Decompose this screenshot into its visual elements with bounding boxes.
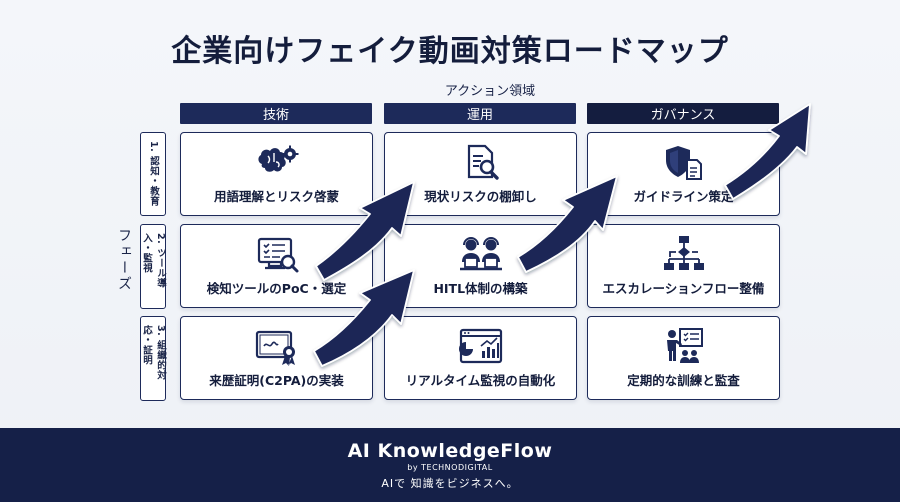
cell-label: リアルタイム監視の自動化 — [405, 373, 556, 388]
cell-label: 来歴証明(C2PA)の実装 — [209, 373, 344, 388]
row-tab-phase-2: 2. ツール導入・監視 — [140, 224, 166, 309]
row-tab-label: 3. 組織的対応・証明 — [141, 325, 166, 381]
column-header-operations: 運用 — [384, 103, 576, 124]
cell-label: 定期的な訓練と監査 — [627, 373, 740, 388]
cell-awareness-technology: 用語理解とリスク啓蒙 — [180, 132, 373, 216]
brand-byline: by TECHNODIGITAL — [407, 463, 493, 472]
cell-awareness-governance: ガイドライン策定 — [587, 132, 780, 216]
cell-organization-governance: 定期的な訓練と監査 — [587, 316, 780, 400]
phase-axis-label: フェーズ — [116, 228, 132, 292]
cell-organization-technology: 来歴証明(C2PA)の実装 — [180, 316, 373, 400]
cell-organization-operations: リアルタイム監視の自動化 — [384, 316, 577, 400]
cell-label: ガイドライン策定 — [633, 189, 734, 204]
brand-tagline: AIで 知識をビジネスへ。 — [381, 477, 519, 490]
action-area-axis-label: アクション領域 — [444, 84, 536, 99]
row-tab-label: 2. ツール導入・監視 — [141, 233, 166, 289]
column-header-governance: ガバナンス — [587, 103, 779, 124]
presentation-training-icon — [666, 328, 703, 363]
cell-tooling-operations: HITL体制の構築 — [384, 224, 577, 308]
column-header-technology: 技術 — [180, 103, 372, 124]
cell-label: HITL体制の構築 — [433, 281, 528, 296]
footer-banner: AI KnowledgeFlow by TECHNODIGITAL AIで 知識… — [0, 428, 900, 502]
certificate-icon — [255, 330, 295, 366]
row-tab-label: 1. 認知・教育 — [148, 141, 159, 207]
monitor-checklist-icon — [257, 237, 298, 273]
cell-label: 検知ツールのPoC・選定 — [206, 281, 347, 296]
shield-document-icon — [665, 146, 702, 180]
cell-awareness-operations: 現状リスクの棚卸し — [384, 132, 577, 216]
cell-label: エスカレーションフロー整備 — [602, 281, 765, 296]
flowchart-icon — [663, 236, 704, 270]
row-tab-phase-1: 1. 認知・教育 — [140, 132, 166, 216]
cell-label: 現状リスクの棚卸し — [424, 189, 537, 204]
row-tab-phase-3: 3. 組織的対応・証明 — [140, 316, 166, 401]
brand-name: AI KnowledgeFlow — [347, 440, 553, 462]
cell-tooling-technology: 検知ツールのPoC・選定 — [180, 224, 373, 308]
document-search-icon — [467, 144, 499, 180]
dashboard-chart-icon — [458, 328, 502, 364]
cell-tooling-governance: エスカレーションフロー整備 — [587, 224, 780, 308]
brain-gear-icon — [257, 145, 298, 172]
operators-headset-icon — [459, 237, 502, 271]
page-title: 企業向けフェイク動画対策ロードマップ — [171, 34, 729, 69]
cell-label: 用語理解とリスク啓蒙 — [213, 189, 339, 204]
